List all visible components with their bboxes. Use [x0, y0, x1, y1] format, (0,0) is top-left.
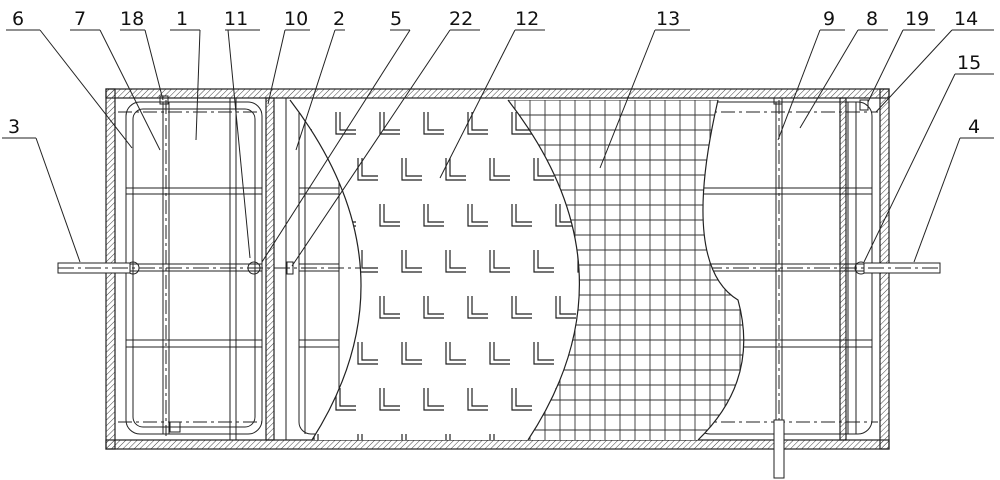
- packing-mark: [401, 342, 422, 365]
- label-4: 4: [968, 116, 980, 138]
- packing-mark: [423, 112, 444, 135]
- packing-mark: [423, 204, 444, 227]
- packing-mark: [511, 296, 532, 319]
- label-18: 18: [120, 8, 144, 30]
- packing-mark: [511, 112, 532, 135]
- leader-lines: [2, 29, 994, 267]
- packing-mark: [467, 388, 488, 411]
- label-3: 3: [8, 116, 20, 138]
- packing-mark: [467, 112, 488, 135]
- packing-mark: [445, 250, 466, 273]
- packing-mark: [357, 342, 378, 365]
- packing-mark: [555, 204, 576, 227]
- label-1: 1: [176, 8, 188, 30]
- label-9: 9: [823, 8, 835, 30]
- packing-mark: [401, 158, 422, 181]
- packing-mark: [511, 388, 532, 411]
- label-11: 11: [224, 8, 248, 30]
- packing-mark: [489, 250, 510, 273]
- reference-labels: 6 7 18 1 11 10 2 5 22 12 13 9 8 19 14 15…: [8, 8, 981, 138]
- packing-mark: [401, 250, 422, 273]
- packing-mark: [423, 296, 444, 319]
- packing-mark: [379, 204, 400, 227]
- packing-mark: [379, 388, 400, 411]
- label-12: 12: [515, 8, 539, 30]
- label-14: 14: [954, 8, 978, 30]
- label-13: 13: [656, 8, 680, 30]
- packing-mark: [313, 250, 334, 273]
- packing-mark: [533, 158, 554, 181]
- drain-pipe: [773, 419, 785, 479]
- packing-mark: [357, 158, 378, 181]
- packing-mark: [335, 112, 356, 135]
- packing-mark: [291, 204, 312, 227]
- label-19: 19: [905, 8, 929, 30]
- label-22: 22: [449, 8, 473, 30]
- packing-mark: [489, 342, 510, 365]
- packing-mark: [423, 388, 444, 411]
- label-6: 6: [12, 8, 24, 30]
- packing-mark: [533, 342, 554, 365]
- packing-mark: [291, 388, 312, 411]
- packing-mark: [313, 342, 334, 365]
- label-10: 10: [284, 8, 308, 30]
- packing-mark: [467, 204, 488, 227]
- packing-mark: [445, 342, 466, 365]
- packing-mark: [291, 296, 312, 319]
- label-8: 8: [866, 8, 878, 30]
- packing-mark: [379, 296, 400, 319]
- packing-mark: [533, 250, 554, 273]
- label-15: 15: [957, 52, 981, 74]
- label-2: 2: [333, 8, 345, 30]
- packing-mark: [467, 296, 488, 319]
- label-7: 7: [74, 8, 86, 30]
- packing-mark: [555, 296, 576, 319]
- packing-mark: [511, 204, 532, 227]
- label-5: 5: [390, 8, 402, 30]
- packing-mark: [489, 158, 510, 181]
